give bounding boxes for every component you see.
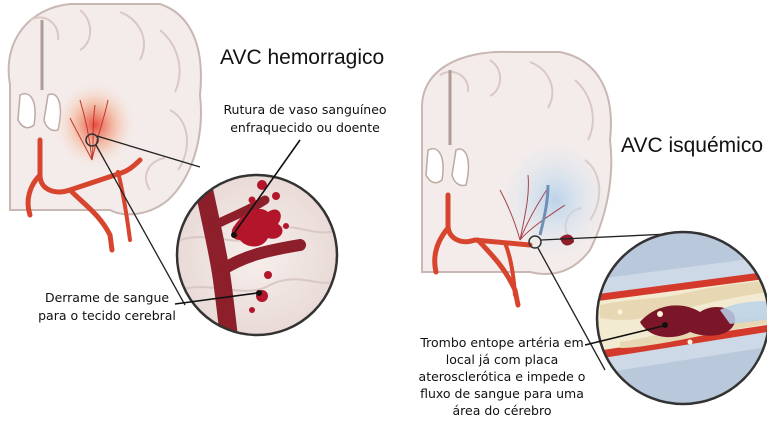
vessel-rupture-label: Rutura de vaso sanguíneo enfraquecido ou… xyxy=(220,101,390,137)
ischemic-stroke-title: AVC isquémico xyxy=(621,134,763,158)
left-magnified-view xyxy=(177,170,340,345)
vessel-rupture-label-line-1: Rutura de vaso sanguíneo xyxy=(220,101,390,119)
thrombus-label: Trombo entope artéria em local já com pl… xyxy=(410,334,594,419)
blood-spill-label: Derrame de sangue para o tecido cerebral xyxy=(32,289,182,325)
thrombus-label-line-2: local já com placa xyxy=(410,351,594,368)
blood-spill-label-line-2: para o tecido cerebral xyxy=(32,307,182,325)
blood-spill-label-line-1: Derrame de sangue xyxy=(32,289,182,307)
thrombus-label-line-4: fluxo de sangue para uma xyxy=(410,385,594,402)
right-magnified-view xyxy=(590,230,767,410)
thrombus-label-line-1: Trombo entope artéria em xyxy=(410,334,594,351)
vessel-rupture-label-line-2: enfraquecido ou doente xyxy=(220,119,390,137)
thrombus-label-line-3: aterosclerótica e impede o xyxy=(410,368,594,385)
hemorrhagic-stroke-title: AVC hemorragico xyxy=(220,46,384,70)
right-brain xyxy=(422,52,611,305)
left-brain xyxy=(9,4,201,250)
thrombus-label-line-5: área do cérebro xyxy=(410,402,594,419)
